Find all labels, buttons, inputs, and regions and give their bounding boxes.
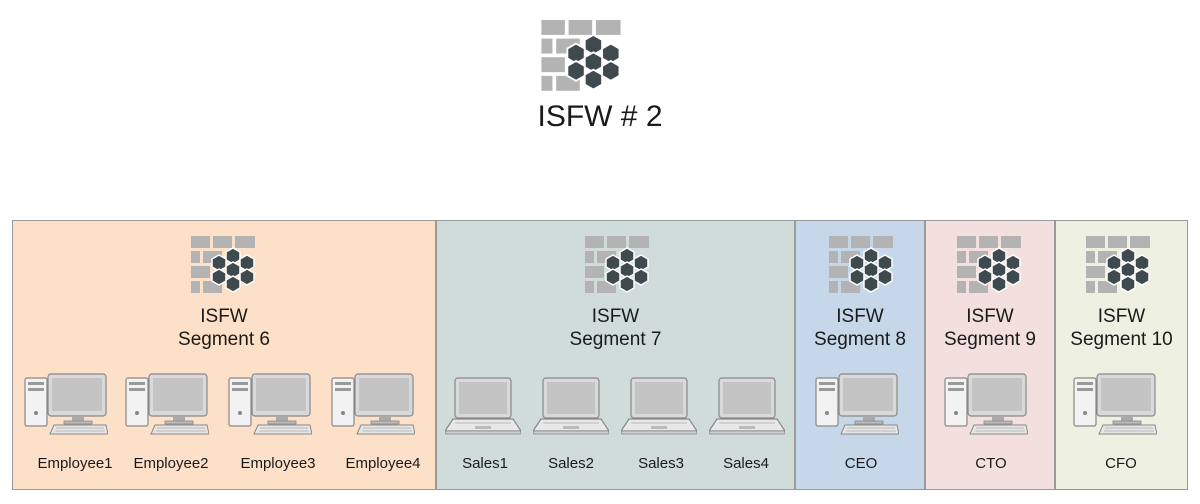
device-label-sales1: Sales1 bbox=[462, 455, 508, 472]
laptop-icon[interactable] bbox=[445, 377, 521, 435]
segment-label: ISFW Segment 7 bbox=[437, 305, 794, 351]
segment-label-line1: ISFW bbox=[1097, 306, 1146, 327]
segment-label: ISFW Segment 10 bbox=[1056, 305, 1187, 351]
desktop-computer-icon[interactable] bbox=[125, 373, 209, 435]
desktop-computer-icon[interactable] bbox=[815, 373, 899, 435]
device-label-ceo: CEO bbox=[844, 455, 878, 472]
device-label-employee4: Employee4 bbox=[345, 455, 421, 472]
segment-10: ISFW Segment 10 CFO bbox=[1055, 220, 1188, 490]
device-label-employee3: Employee3 bbox=[240, 455, 316, 472]
laptop-icon[interactable] bbox=[621, 377, 697, 435]
firewall-icon bbox=[1086, 236, 1150, 294]
segment-label-line2: Segment 10 bbox=[1070, 329, 1173, 350]
device-label-employee1: Employee1 bbox=[37, 455, 113, 472]
device-label-sales2: Sales2 bbox=[548, 455, 594, 472]
laptop-icon[interactable] bbox=[533, 377, 609, 435]
device-label-cfo: CFO bbox=[1105, 455, 1137, 472]
laptop-icon[interactable] bbox=[709, 377, 785, 435]
segment-label-line2: Segment 6 bbox=[178, 329, 270, 350]
desktop-computer-icon[interactable] bbox=[331, 373, 415, 435]
segment-label-line2: Segment 9 bbox=[944, 329, 1036, 350]
segment-6: ISFW Segment 6 Employee1 Employee2 Emplo… bbox=[12, 220, 436, 490]
desktop-computer-icon[interactable] bbox=[24, 373, 108, 435]
segment-label: ISFW Segment 9 bbox=[926, 305, 1054, 351]
firewall-icon bbox=[585, 236, 649, 294]
device-label-employee2: Employee2 bbox=[133, 455, 209, 472]
segment-label-line1: ISFW bbox=[836, 306, 884, 327]
device-label-sales4: Sales4 bbox=[723, 455, 769, 472]
top-firewall-icon bbox=[536, 20, 626, 92]
desktop-computer-icon[interactable] bbox=[944, 373, 1028, 435]
firewall-icon bbox=[191, 236, 255, 294]
segment-9: ISFW Segment 9 CTO bbox=[925, 220, 1055, 490]
top-firewall-label: ISFW # 2 bbox=[537, 100, 663, 133]
device-label-sales3: Sales3 bbox=[638, 455, 684, 472]
firewall-icon bbox=[957, 236, 1021, 294]
segment-7: ISFW Segment 7 Sales1 Sales2 Sales3 Sale… bbox=[436, 220, 795, 490]
segment-label: ISFW Segment 8 bbox=[796, 305, 924, 351]
segment-label-line1: ISFW bbox=[591, 306, 640, 327]
desktop-computer-icon[interactable] bbox=[228, 373, 312, 435]
firewall-icon bbox=[829, 236, 893, 294]
segment-label: ISFW Segment 6 bbox=[13, 305, 435, 351]
desktop-computer-icon[interactable] bbox=[1073, 373, 1157, 435]
segment-label-line2: Segment 8 bbox=[814, 329, 906, 350]
segment-8: ISFW Segment 8 CEO bbox=[795, 220, 925, 490]
segment-label-line1: ISFW bbox=[966, 306, 1014, 327]
segment-label-line1: ISFW bbox=[200, 306, 248, 327]
segment-label-line2: Segment 7 bbox=[569, 329, 662, 350]
device-label-cto: CTO bbox=[975, 455, 1007, 472]
